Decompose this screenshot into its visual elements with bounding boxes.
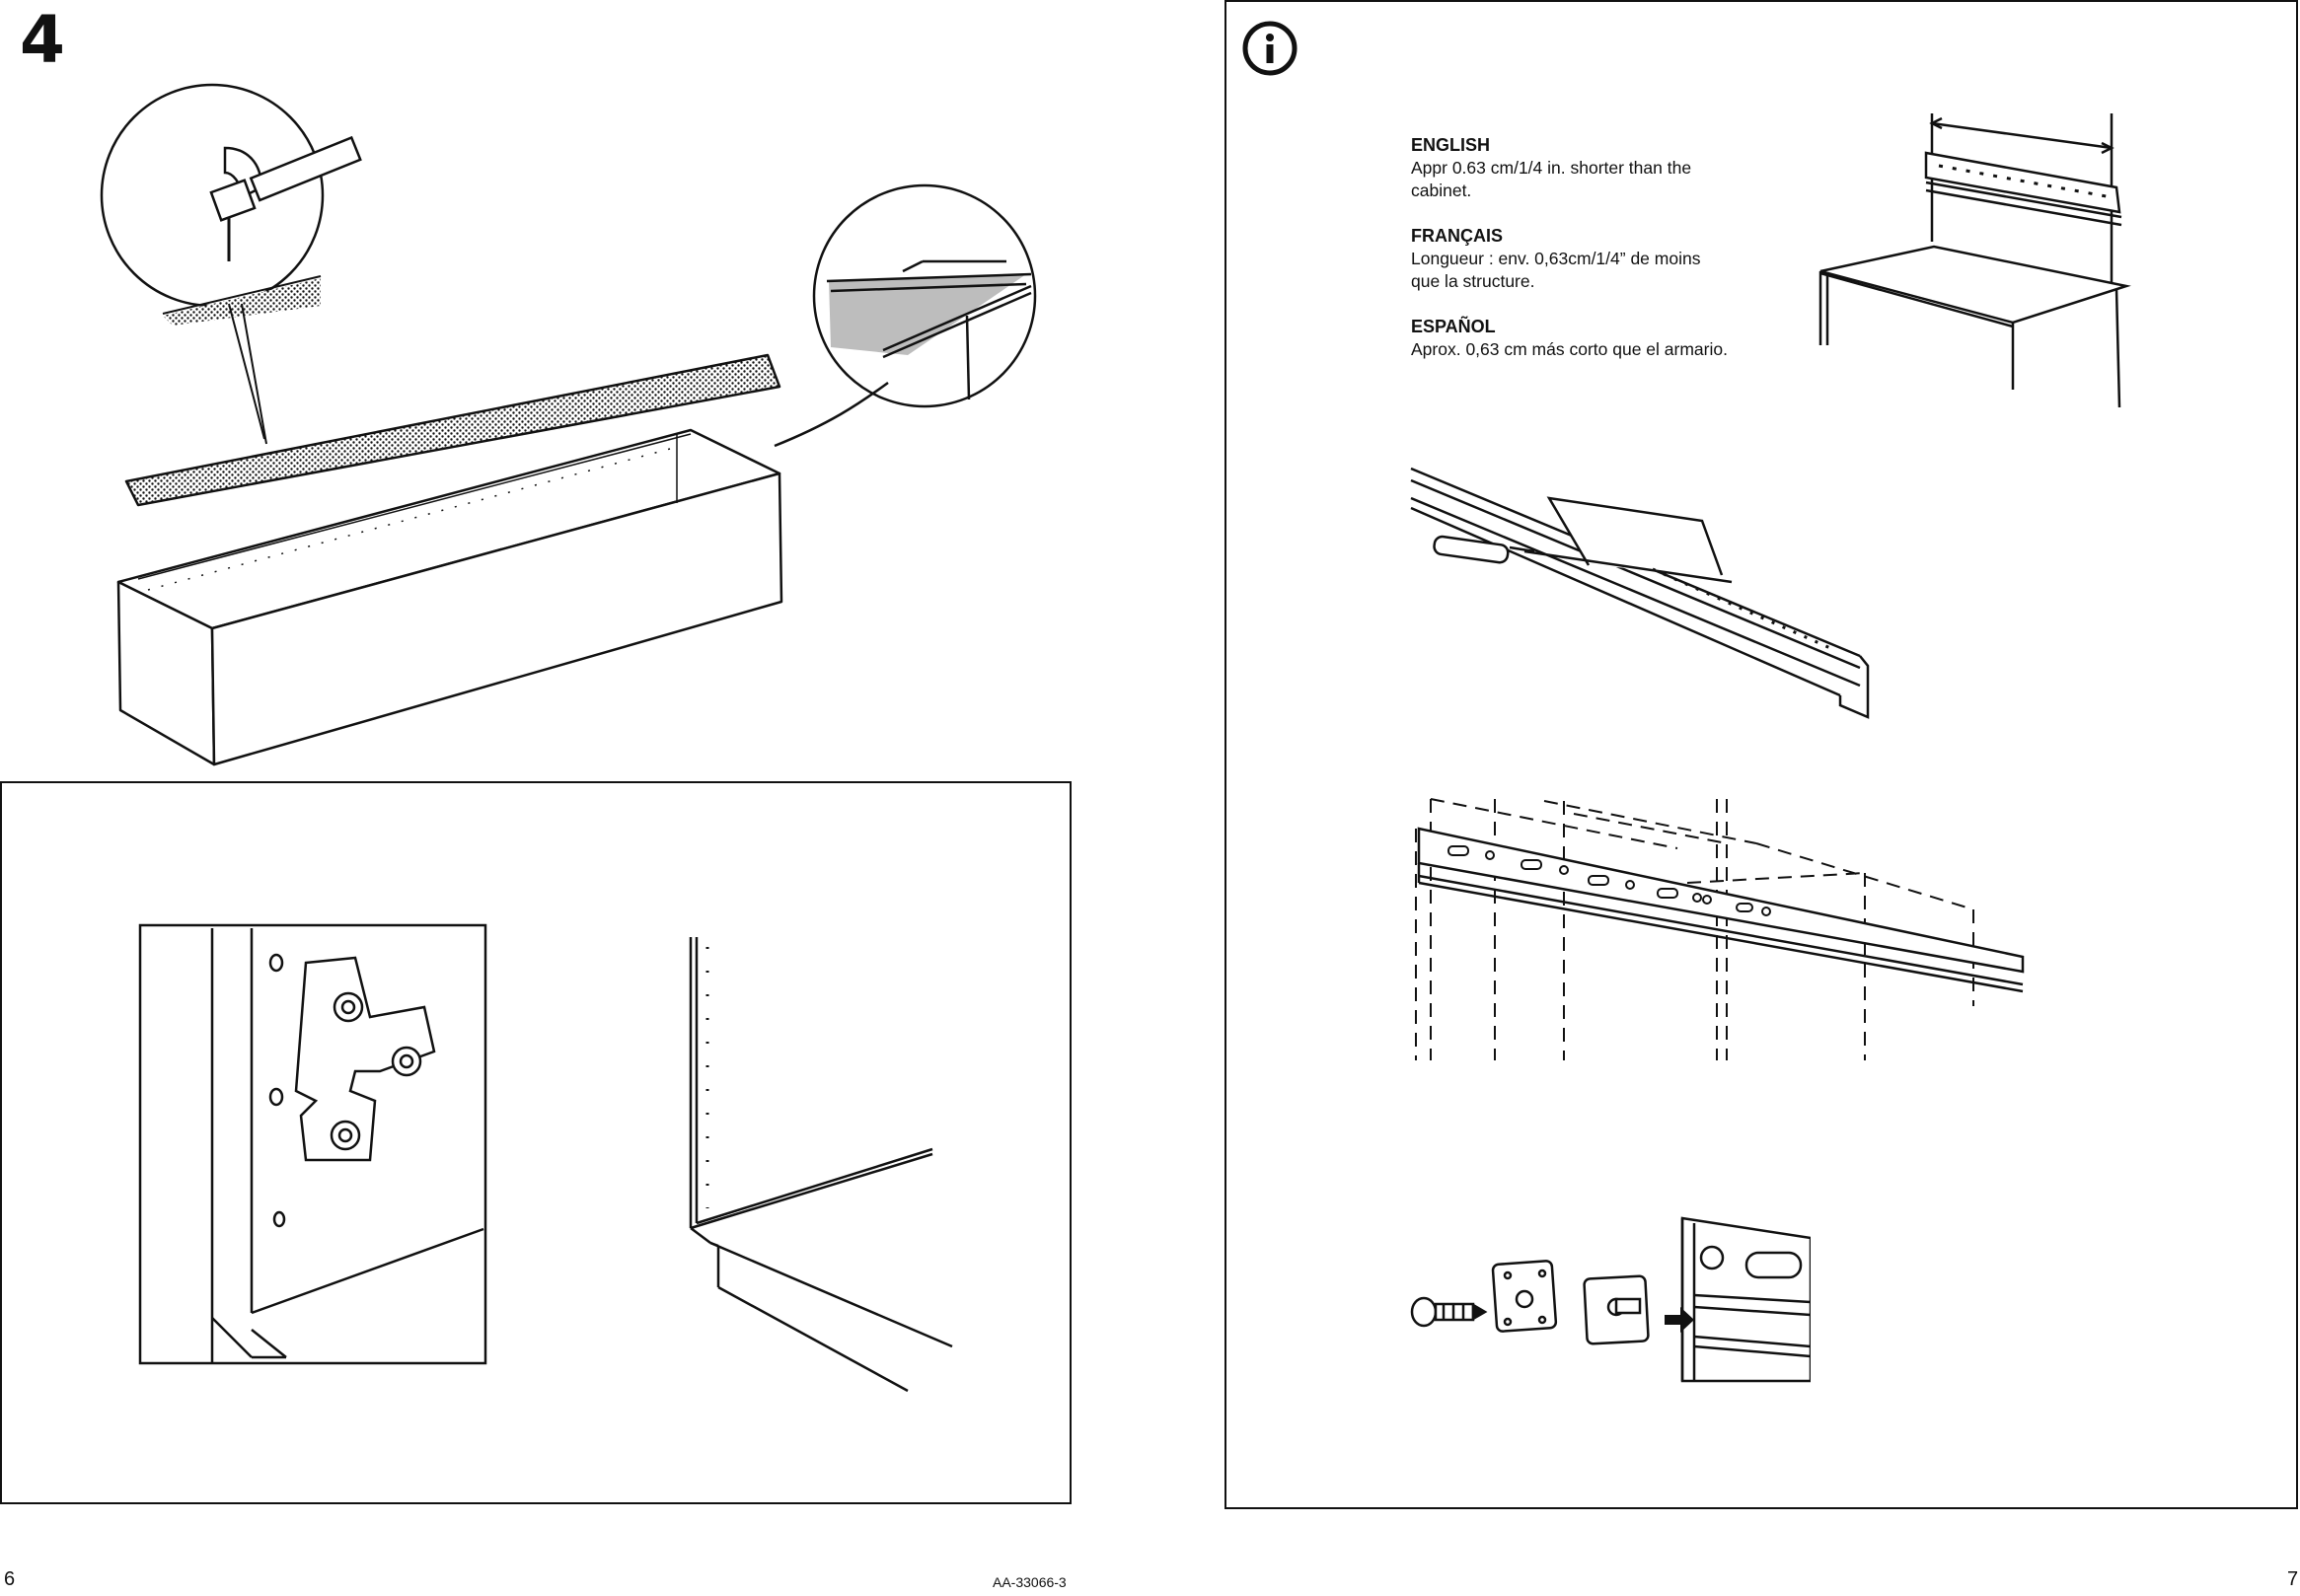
cabinet-corner-illustration <box>689 937 953 1393</box>
step-number: 4 <box>20 2 65 78</box>
rail-length-illustration <box>1818 113 2131 408</box>
screw-icon <box>1410 1296 1488 1328</box>
hinge-detail-panel <box>0 781 1072 1504</box>
rail-mounting-illustration <box>1415 798 2025 1060</box>
hinge-closeup-illustration <box>138 923 487 1365</box>
arrow-icon <box>1665 1307 1694 1333</box>
language-block-spanish: ESPAÑOL Aprox. 0,63 cm más corto que el … <box>1411 316 1766 361</box>
language-block-english: ENGLISH Appr 0.63 cm/1/4 in. shorter tha… <box>1411 134 1766 202</box>
cabinet-back-panel-illustration <box>100 83 1037 766</box>
document-code: AA-33066-3 <box>993 1574 1067 1590</box>
left-page-number: 6 <box>4 1568 16 1590</box>
info-circle-icon <box>1242 21 1298 76</box>
hacksaw-icon <box>1433 496 1733 584</box>
rail-fittings-illustration <box>1410 1216 1811 1383</box>
hinge-icon <box>294 956 436 1162</box>
language-text: Appr 0.63 cm/1/4 in. shorter than the ca… <box>1411 158 1692 200</box>
language-title: FRANÇAIS <box>1411 226 1503 246</box>
language-text: Longueur : env. 0,63cm/1/4” de moins que… <box>1411 249 1701 291</box>
language-title: ENGLISH <box>1411 135 1491 155</box>
info-panel <box>1224 0 2298 1509</box>
hammer-icon <box>209 135 362 261</box>
language-title: ESPAÑOL <box>1411 317 1496 336</box>
cutting-rail-illustration <box>1410 467 1870 719</box>
language-block-french: FRANÇAIS Longueur : env. 0,63cm/1/4” de … <box>1411 225 1766 293</box>
right-page-number: 7 <box>2287 1568 2299 1590</box>
language-text: Aprox. 0,63 cm más corto que el armario. <box>1411 339 1728 359</box>
